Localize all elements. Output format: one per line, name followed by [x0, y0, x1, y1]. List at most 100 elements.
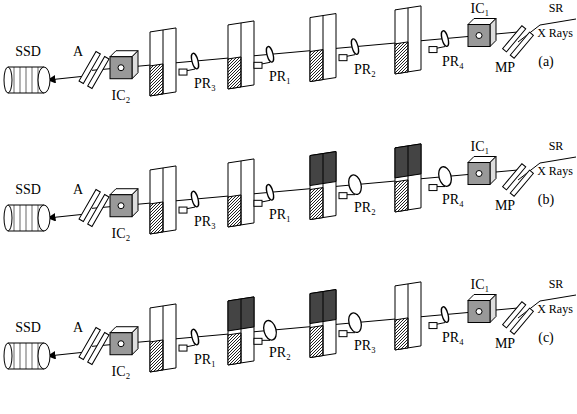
- detector-stripe: [32, 205, 33, 231]
- slit-shade: [310, 188, 323, 220]
- goniometer-base: [254, 200, 262, 206]
- part-label: IC₂: [112, 365, 131, 379]
- slit-edge: [163, 30, 164, 94]
- slit-shade: [150, 64, 163, 96]
- ion-chamber: [476, 33, 482, 39]
- part-label: MP: [495, 337, 515, 351]
- slit-plate: [310, 152, 336, 220]
- beam-label: SR: [549, 278, 564, 290]
- slit-shade: [150, 202, 163, 234]
- slit-plate: [228, 159, 254, 227]
- detector-stripe: [26, 343, 27, 369]
- slit-edge: [323, 154, 324, 218]
- detector-stripe: [20, 67, 21, 93]
- slit-edge: [163, 306, 164, 370]
- slit-edge: [241, 161, 242, 225]
- part-label: IC₁: [471, 140, 490, 154]
- ion-chamber: [490, 157, 496, 185]
- part-label: PR₂: [269, 346, 291, 360]
- crystal: [190, 191, 200, 208]
- beam-label: X Rays: [537, 303, 573, 315]
- slit-plate: [310, 14, 336, 82]
- goniometer-base: [339, 331, 347, 337]
- slit-shade: [228, 57, 241, 89]
- beam-label: SR: [549, 140, 564, 152]
- panel-label: (a): [538, 55, 554, 69]
- ion-chamber: [468, 25, 490, 47]
- part-label: PR₃: [354, 339, 376, 353]
- crystal: [190, 329, 200, 346]
- detector-back: [4, 67, 12, 93]
- analyser-slab: [88, 195, 109, 227]
- monochromator-slab: [510, 170, 533, 196]
- setup-row: [4, 6, 576, 96]
- analyser-slab: [88, 57, 109, 89]
- crystal: [440, 30, 450, 47]
- part-label: MP: [495, 199, 515, 213]
- slit-edge: [163, 168, 164, 232]
- part-label: PR₄: [442, 193, 464, 207]
- part-label: MP: [495, 61, 515, 75]
- crystal: [437, 165, 454, 187]
- part-label: A: [73, 45, 83, 59]
- part-label: IC₂: [112, 89, 131, 103]
- slit-plate: [395, 282, 421, 350]
- goniometer-base: [429, 323, 437, 329]
- beam-label: X Rays: [537, 27, 573, 39]
- detector-label: SSD: [15, 45, 41, 59]
- part-label: PR₄: [442, 55, 464, 69]
- ion-chamber: [132, 189, 138, 217]
- slit-edge: [241, 299, 242, 363]
- detector-stripe: [20, 205, 21, 231]
- crystal: [350, 38, 360, 55]
- beam-label: SR: [549, 2, 564, 14]
- crystal: [262, 319, 279, 341]
- ion-chamber: [110, 333, 132, 355]
- detector-face: [38, 343, 50, 369]
- detector-back: [4, 205, 12, 231]
- ion-chamber: [110, 57, 132, 79]
- ion-chamber: [110, 195, 132, 217]
- slit-edge: [408, 8, 409, 72]
- ion-chamber: [490, 19, 496, 47]
- detector-stripe: [14, 343, 15, 369]
- goniometer-base: [339, 193, 347, 199]
- slit-shade: [395, 180, 408, 212]
- ion-chamber: [468, 301, 490, 323]
- part-label: IC₂: [112, 227, 131, 241]
- slit-shade: [395, 42, 408, 74]
- crystal: [347, 173, 364, 195]
- panel-label: (c): [538, 331, 554, 345]
- detector-stripe: [32, 67, 33, 93]
- part-label: PR₃: [194, 77, 216, 91]
- detector-label: SSD: [15, 321, 41, 335]
- part-label: IC₁: [471, 2, 490, 16]
- slit-plate: [150, 28, 176, 96]
- goniometer-base: [429, 47, 437, 53]
- detector-label: SSD: [15, 183, 41, 197]
- part-label: PR₂: [354, 201, 376, 215]
- ion-chamber: [118, 341, 124, 347]
- slit-plate: [228, 297, 254, 365]
- slit-plate: [395, 144, 421, 212]
- detector-back: [4, 343, 12, 369]
- slit-plate: [150, 166, 176, 234]
- goniometer-base: [254, 338, 262, 344]
- slit-edge: [408, 146, 409, 210]
- detector-stripe: [32, 343, 33, 369]
- crystal: [265, 46, 275, 63]
- ion-chamber: [132, 327, 138, 355]
- part-label: A: [73, 321, 83, 335]
- slit-plate: [395, 6, 421, 74]
- setup-row: [4, 282, 576, 372]
- ion-chamber: [132, 51, 138, 79]
- slit-shade: [395, 318, 408, 350]
- part-label: PR₄: [442, 331, 464, 345]
- crystal: [347, 311, 364, 333]
- slit-edge: [241, 23, 242, 87]
- slit-edge: [323, 16, 324, 80]
- beam-label: X Rays: [537, 165, 573, 177]
- part-label: PR₁: [269, 208, 291, 222]
- slit-edge: [323, 292, 324, 356]
